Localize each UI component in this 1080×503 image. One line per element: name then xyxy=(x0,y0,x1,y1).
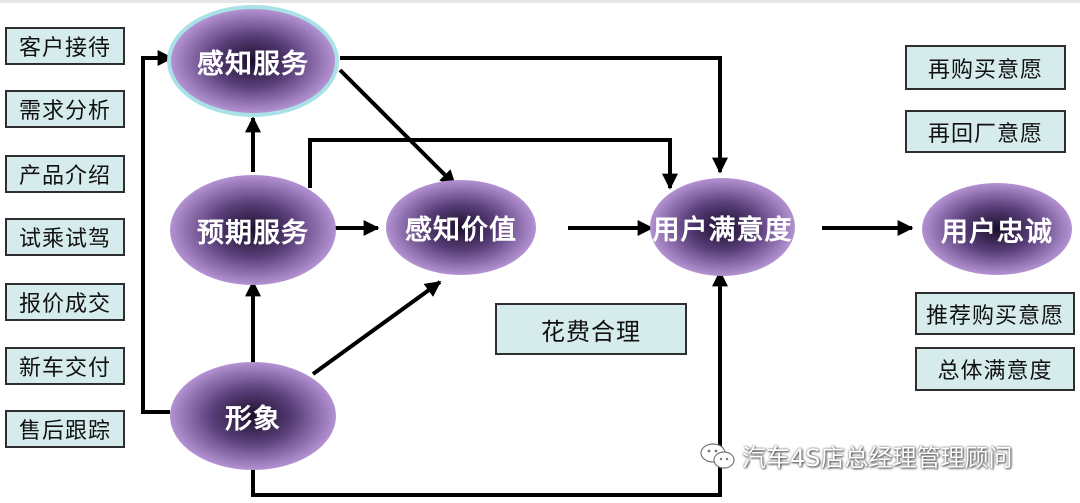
node-user-satisfaction: 用户满意度 xyxy=(650,178,795,276)
stage-box-reception: 客户接待 xyxy=(5,27,125,65)
stage-label: 售后跟踪 xyxy=(18,419,111,444)
outcome-box-repurchase: 再购买意愿 xyxy=(905,45,1066,90)
arrow-expected-to-satisfaction xyxy=(308,138,678,190)
stage-label: 产品介绍 xyxy=(18,164,111,189)
stage-label: 报价成交 xyxy=(18,292,111,317)
watermark-text: 汽车4S店总经理管理顾问 xyxy=(742,444,1013,472)
reasonable-cost-box: 花费合理 xyxy=(495,303,687,355)
outcome-box-overall-satisfaction: 总体满意度 xyxy=(915,347,1075,391)
node-perceived-value: 感知价值 xyxy=(386,180,536,275)
stage-label: 试乘试驾 xyxy=(18,227,111,252)
arrow-perceived-service-to-value xyxy=(338,68,457,187)
arrow-image-to-perceived-service xyxy=(141,50,174,414)
stage-label: 客户接待 xyxy=(18,36,111,61)
node-label: 形象 xyxy=(225,403,281,435)
watermark: 汽车4S店总经理管理顾问 xyxy=(700,438,1013,473)
node-expected-service: 预期服务 xyxy=(170,175,336,285)
outcome-label: 再购买意愿 xyxy=(927,57,1043,83)
stage-label: 需求分析 xyxy=(18,99,111,124)
node-label: 预期服务 xyxy=(197,217,309,249)
stage-box-quote-deal: 报价成交 xyxy=(5,283,125,321)
wechat-icon xyxy=(700,442,735,469)
reasonable-cost-label: 花费合理 xyxy=(541,317,641,346)
outcome-label: 再回厂意愿 xyxy=(927,121,1043,147)
stage-box-needs-analysis: 需求分析 xyxy=(5,90,125,128)
stage-box-delivery: 新车交付 xyxy=(5,347,125,385)
stage-box-test-drive: 试乘试驾 xyxy=(5,218,125,256)
stage-label: 新车交付 xyxy=(18,356,111,381)
stage-box-after-sales: 售后跟踪 xyxy=(5,410,125,448)
arrow-image-to-satisfaction xyxy=(251,270,728,497)
stage-box-product-intro: 产品介绍 xyxy=(5,155,125,193)
node-perceived-service: 感知服务 xyxy=(167,5,339,117)
node-image: 形象 xyxy=(170,362,336,470)
outcome-label: 推荐购买意愿 xyxy=(925,303,1064,329)
node-user-loyalty: 用户忠诚 xyxy=(922,183,1072,275)
arrow-perceived-service-to-satisfaction xyxy=(340,56,728,174)
outcome-box-recommend: 推荐购买意愿 xyxy=(915,292,1075,335)
arrow-image-to-perceived-value xyxy=(311,280,442,376)
node-label: 用户满意度 xyxy=(652,214,793,246)
node-label: 感知价值 xyxy=(405,215,517,246)
node-label: 用户忠诚 xyxy=(941,216,1053,248)
outcome-label: 总体满意度 xyxy=(937,359,1053,384)
node-label: 感知服务 xyxy=(197,48,309,80)
top-border xyxy=(0,0,1080,3)
outcome-box-return-visit: 再回厂意愿 xyxy=(905,110,1066,153)
